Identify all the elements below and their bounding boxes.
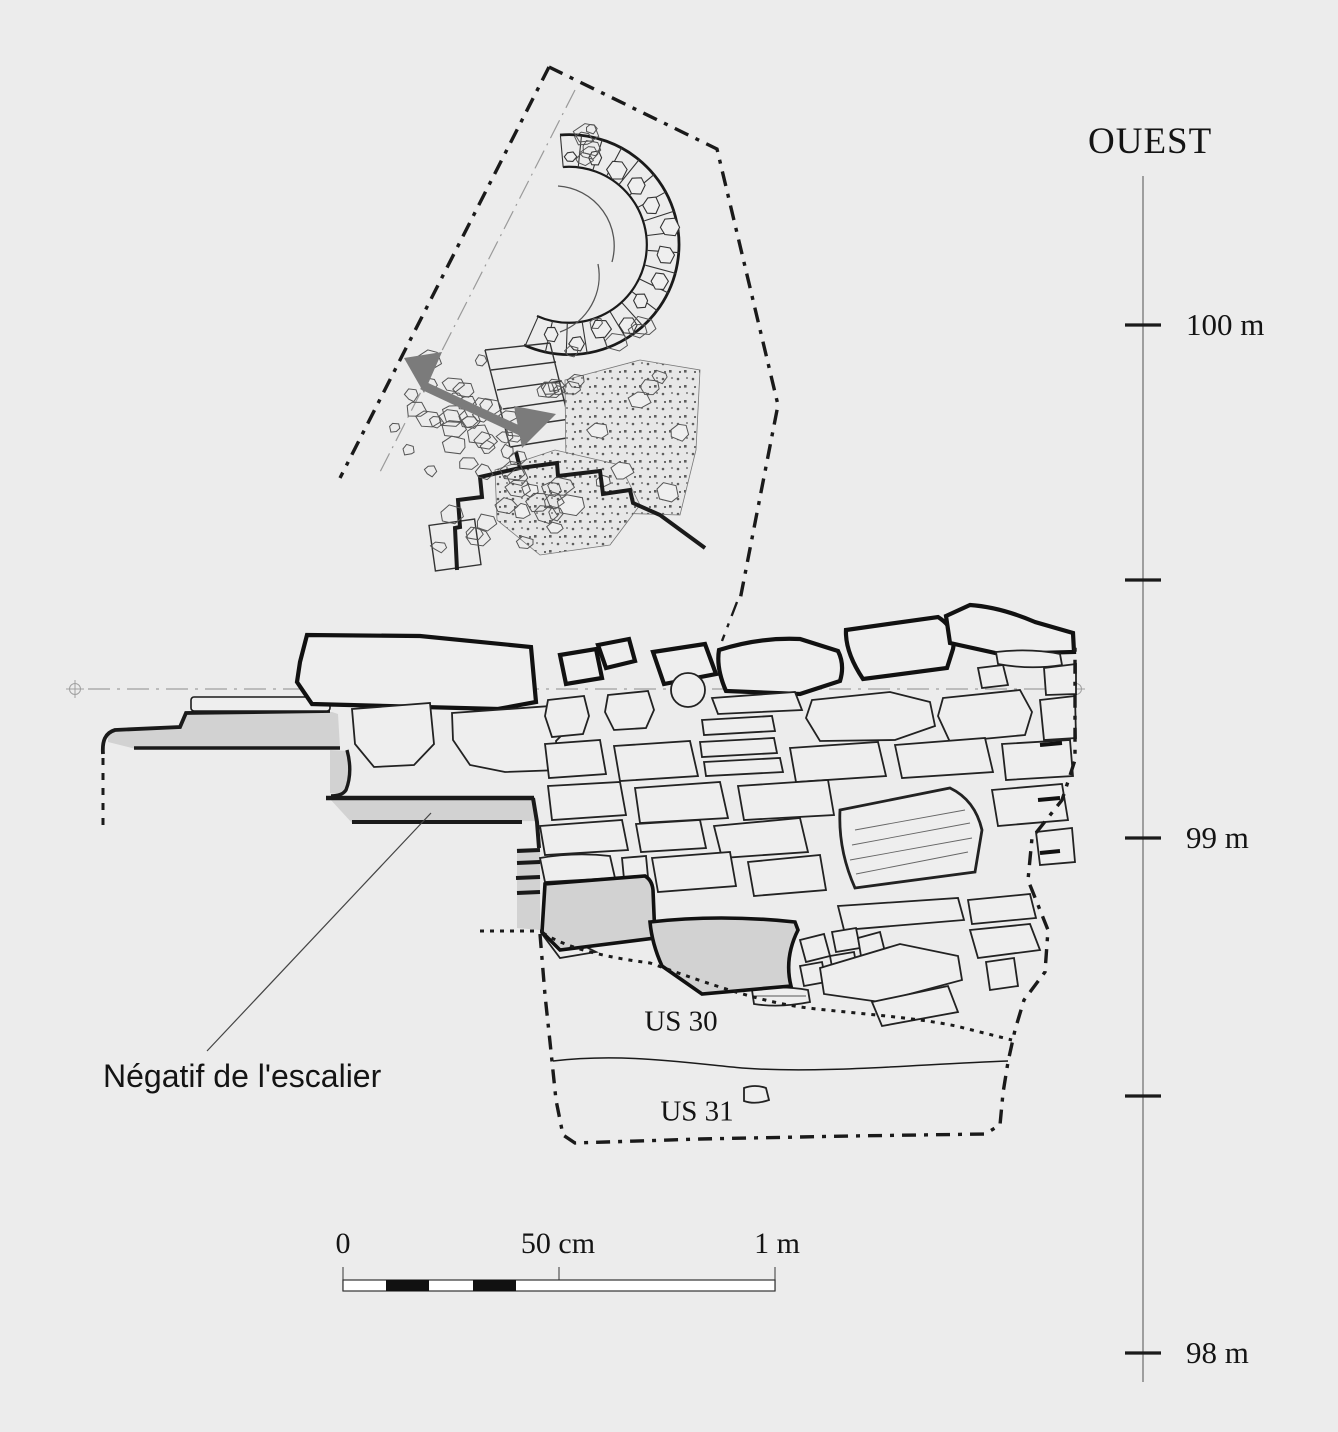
us30-upper-limit-dotted bbox=[480, 929, 1013, 1042]
plan-apse-wall bbox=[523, 133, 681, 356]
us30-us31-boundary bbox=[552, 1057, 1009, 1071]
plan-stipple-stones bbox=[513, 391, 690, 534]
ouest-label: OUEST bbox=[1088, 121, 1213, 162]
elevation-ruler bbox=[1125, 176, 1161, 1382]
elevation-label-100m: 100 m bbox=[1186, 307, 1265, 342]
scale-bar-50cm-label: 50 cm bbox=[520, 1227, 596, 1260]
section-trench-limit bbox=[538, 640, 1077, 1145]
us30-label: US 30 bbox=[644, 1005, 718, 1038]
annotation-leader-line bbox=[206, 812, 432, 1052]
scale-bar bbox=[342, 1267, 776, 1292]
scale-bar-1m-label: 1 m bbox=[754, 1227, 800, 1260]
plan-wall-edge-2 bbox=[519, 460, 707, 550]
plan-section-marker bbox=[404, 352, 556, 448]
section-view bbox=[66, 602, 1085, 1145]
plan-view bbox=[338, 65, 780, 642]
scale-bar-zero-label: 0 bbox=[335, 1227, 351, 1260]
staircase-negative-annotation: Négatif de l'escalier bbox=[103, 1058, 382, 1094]
plan-axis-line bbox=[379, 89, 576, 473]
plan-excavation-boundary bbox=[338, 65, 780, 642]
staircase-negative-profile bbox=[100, 696, 541, 930]
us31-stone bbox=[743, 1085, 771, 1104]
elevation-label-99m: 99 m bbox=[1186, 820, 1249, 855]
us31-label: US 31 bbox=[660, 1095, 734, 1128]
plan-wall-edge bbox=[452, 451, 523, 571]
hatched-stone bbox=[838, 786, 984, 890]
wall-top-course bbox=[294, 602, 1077, 712]
section-wall-stones bbox=[294, 602, 1077, 1104]
elevation-label-98m: 98 m bbox=[1186, 1335, 1249, 1370]
elevation-ticks bbox=[1125, 323, 1161, 1355]
